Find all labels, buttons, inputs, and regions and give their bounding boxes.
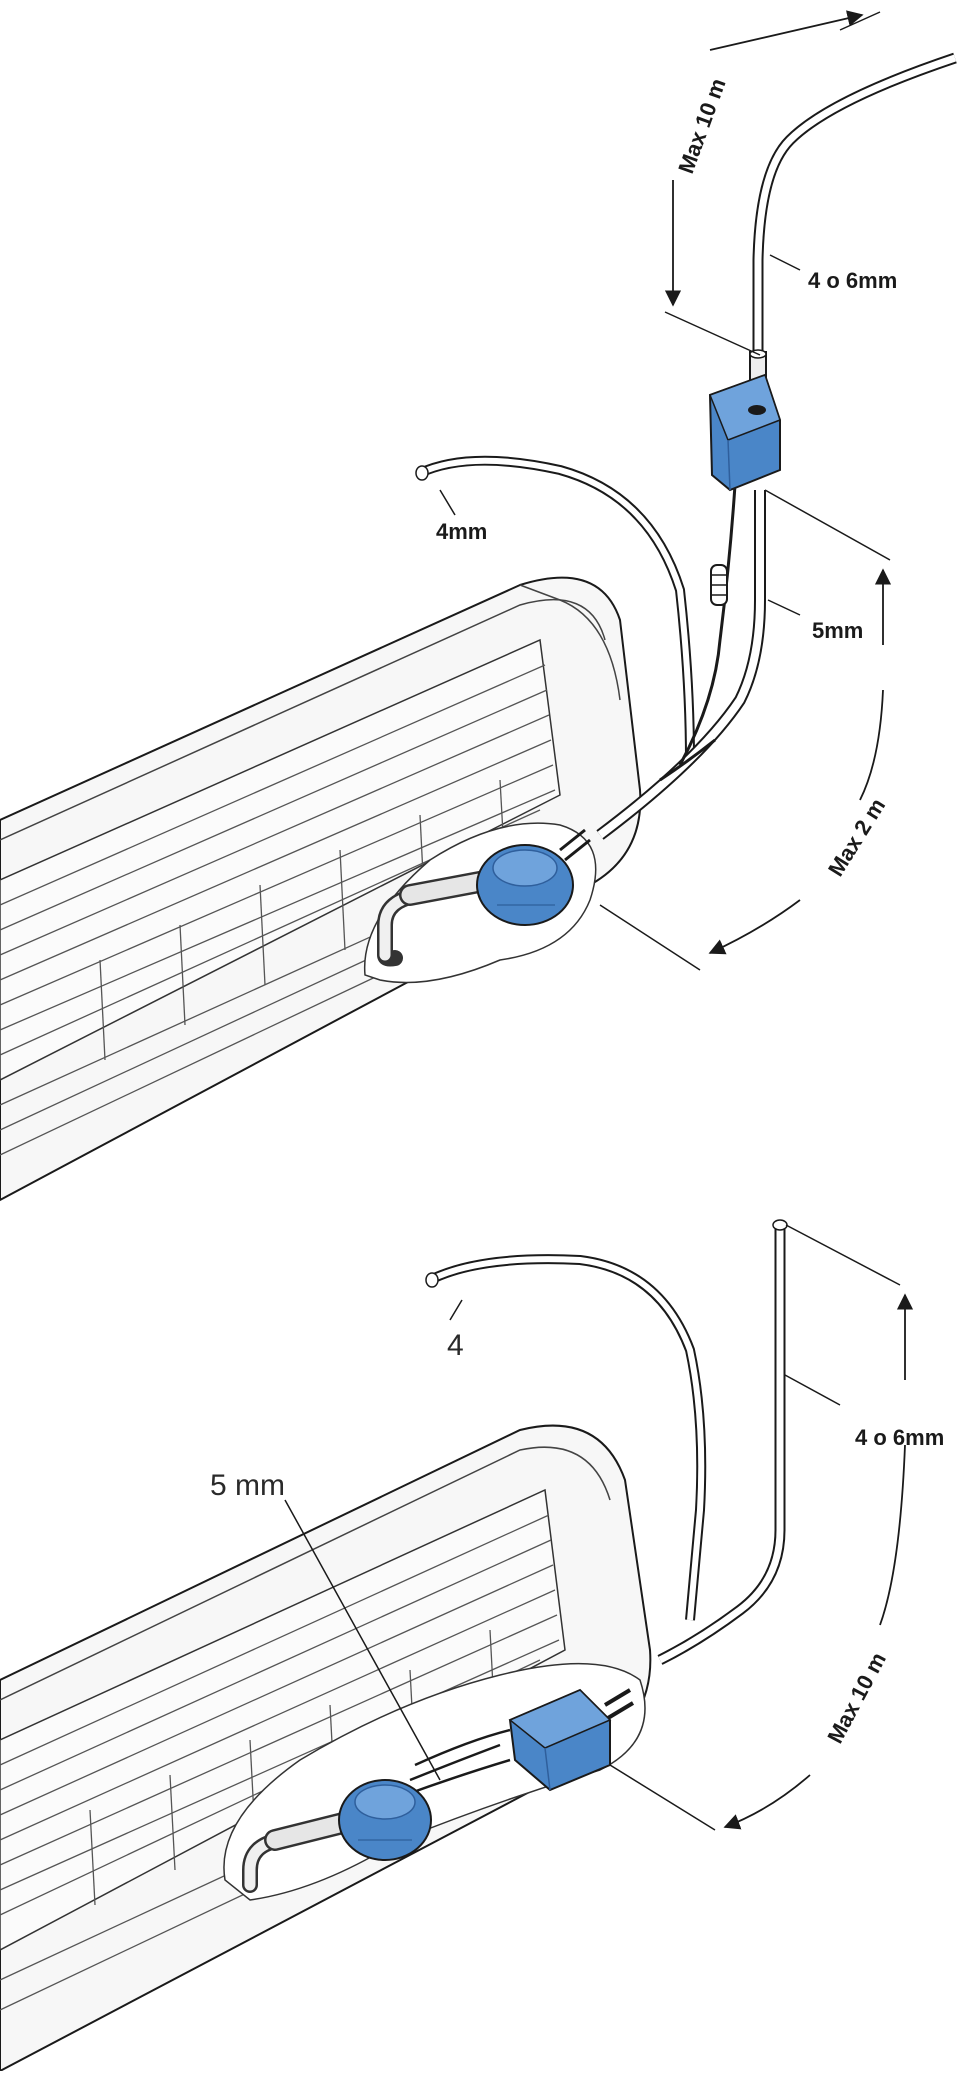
top-diagram: Max 10 m 4 o 6mm 4mm 5mm Max 2 m	[0, 10, 957, 1202]
pump-reservoir-top	[708, 373, 781, 492]
bottom-diagram: 4 5 mm 4 o 6mm Max 10 m	[0, 1219, 944, 2073]
label-drain-tube-bottom: 5 mm	[210, 1469, 285, 1502]
label-drain-length: Max 2 m	[823, 794, 890, 881]
label-run-length-bottom: Max 10 m	[822, 1648, 891, 1747]
air-tube-bottom	[425, 1254, 707, 1621]
riser-tube-bottom	[657, 1219, 788, 1665]
label-riser-tube-bottom: 4 o 6mm	[855, 1425, 944, 1450]
ac-unit-bottom	[0, 1424, 652, 2073]
sensor-pump-top	[476, 828, 591, 926]
dimension-drain-top	[599, 489, 892, 971]
ac-unit-top	[0, 576, 642, 1202]
label-air-tube-bottom: 4	[447, 1329, 464, 1362]
label-riser-length: Max 10 m	[673, 75, 730, 177]
label-riser-tube: 4 o 6mm	[808, 268, 897, 293]
pump-reservoir-bottom	[508, 1688, 635, 1792]
sensor-pump-bottom	[338, 1779, 432, 1861]
dimension-riser-top	[664, 10, 881, 356]
dimension-run-bottom	[609, 1224, 914, 1831]
air-tube-top	[415, 455, 695, 761]
drain-hose-top	[596, 490, 766, 840]
leader-lines-top	[439, 254, 801, 616]
label-air-tube: 4mm	[436, 519, 487, 544]
leader-lines-bottom	[284, 1299, 841, 1781]
riser-tube-top	[749, 52, 957, 423]
label-drain-tube: 5mm	[812, 618, 863, 643]
pump-cable-top	[659, 484, 737, 782]
